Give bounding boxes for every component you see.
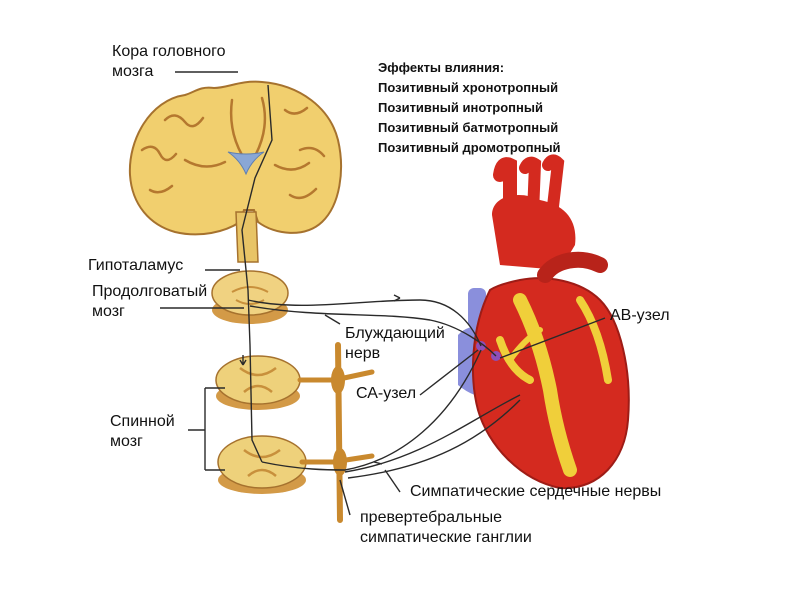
- effect-dromotropic: Позитивный дромотропный: [378, 140, 561, 155]
- hypothalamus-label: Гипоталамус: [88, 257, 184, 274]
- effects-title: Эффекты влияния:: [378, 60, 505, 75]
- spinal-cord-slice-upper: [215, 355, 301, 410]
- spinal-cord-label-line1: Спинной: [110, 413, 175, 430]
- vagus-label-line2: нерв: [345, 345, 381, 362]
- ganglia-label-line2: симпатические ганглии: [360, 529, 532, 546]
- cortex-label-line2: мозга: [112, 63, 154, 80]
- sympathetic-ganglion-chain: [297, 342, 375, 523]
- effects-box: Эффекты влияния: Позитивный хронотропный…: [378, 58, 561, 158]
- heart: [458, 154, 630, 490]
- effect-bathmotropic: Позитивный батмотропный: [378, 120, 559, 135]
- cortex-label-line1: Кора головного: [112, 43, 226, 60]
- medulla-label-line2: мозг: [92, 303, 125, 320]
- nerve-pathways: [160, 71, 606, 516]
- ganglia-label-line1: превертебральные: [360, 509, 502, 526]
- effect-inotropic: Позитивный инотропный: [378, 100, 543, 115]
- spinal-cord-label-line2: мозг: [110, 433, 143, 450]
- medulla-label-line1: Продолговатый: [92, 283, 208, 300]
- medulla-slice: [211, 270, 289, 324]
- sa-node-label: СА-узел: [356, 385, 417, 402]
- effect-chronotropic: Позитивный хронотропный: [378, 80, 559, 95]
- av-node-label: АВ-узел: [610, 307, 670, 324]
- vagus-label-line1: Блуждающий: [345, 325, 445, 342]
- brain-cortex: [128, 80, 343, 263]
- sympathetic-nerves-label: Симпатические сердечные нервы: [410, 483, 662, 500]
- spinal-cord-slice-lower: [217, 435, 307, 494]
